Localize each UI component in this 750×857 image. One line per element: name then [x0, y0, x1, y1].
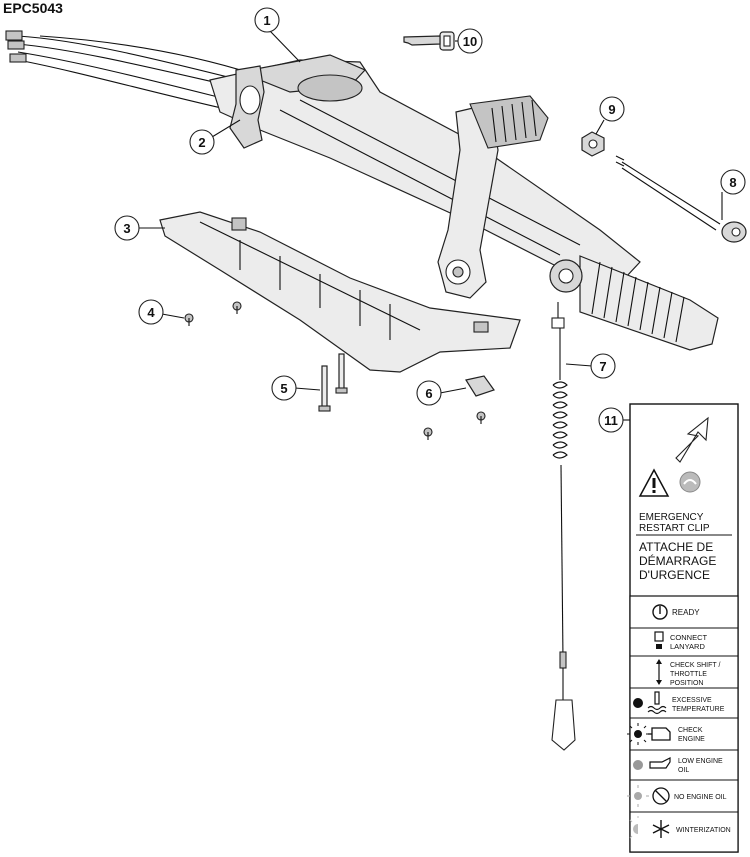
decal-row-shift-2: THROTTLE [670, 671, 707, 678]
callout-11: 11 [604, 413, 618, 428]
control-cables [5, 30, 261, 111]
callout-5: 5 [280, 381, 287, 396]
callout-6: 6 [425, 386, 432, 401]
nut-plate-6 [465, 375, 495, 397]
decal-row-lowoil-2: OIL [678, 767, 689, 774]
decal-row-temp-1: EXCESSIVE [672, 697, 712, 704]
manual-icon [679, 471, 701, 493]
decal-row-winter: WINTERIZATION [676, 827, 731, 834]
indicator-grey-flash [627, 785, 649, 807]
lanyard-icon [654, 631, 664, 649]
arrows-icon [656, 659, 662, 685]
arrow-icon [675, 416, 709, 463]
decal-row-shift-1: CHECK SHIFT / [670, 662, 720, 669]
decal-row-engine-1: CHECK [678, 727, 703, 734]
screws-4 [184, 301, 486, 440]
decal-row-temp-2: TEMPERATURE [672, 706, 725, 713]
clamp-bracket [229, 65, 265, 149]
callout-2: 2 [198, 135, 205, 150]
bolts-5 [318, 353, 348, 412]
callout-9: 9 [608, 102, 615, 117]
callout-3: 3 [123, 221, 130, 236]
indicator-grey [633, 760, 643, 770]
decal-title-en-1: EMERGENCY [639, 512, 704, 523]
cable-8 [615, 155, 747, 243]
decal-title-fr-1: ATTACHE DE [639, 540, 713, 554]
decal-row-lowoil-1: LOW ENGINE [678, 758, 723, 765]
decal-title-fr-2: DÉMARRAGE [639, 553, 716, 568]
indicator-solid [633, 698, 643, 708]
callout-4: 4 [147, 305, 155, 320]
throttle-grip [549, 255, 719, 351]
decal-row-engine-2: ENGINE [678, 736, 705, 743]
indicator-half [629, 816, 639, 839]
decal-title-en-2: RESTART CLIP [639, 523, 710, 534]
engine-icon [648, 727, 671, 741]
decal-row-shift-3: POSITION [670, 680, 703, 687]
nut-9 [581, 131, 605, 157]
lanyard-7 [551, 302, 576, 751]
callout-10: 10 [463, 34, 477, 49]
callout-1: 1 [263, 13, 270, 28]
decal-title-fr-3: D'URGENCE [639, 568, 710, 582]
restart-clip-decal: EMERGENCY RESTART CLIP ATTACHE DE DÉMARR… [627, 403, 739, 853]
temperature-icon [647, 691, 667, 715]
snowflake-icon [652, 820, 670, 838]
callouts: 1 2 3 4 5 6 7 8 9 [114, 7, 746, 433]
warning-icon [638, 468, 670, 497]
callout-7: 7 [599, 359, 606, 374]
lower-cover [159, 211, 521, 373]
decal-row-nooil: NO ENGINE OIL [674, 794, 727, 801]
indicator-flash [627, 723, 649, 745]
oil-can-icon [649, 757, 671, 769]
decal-row-lanyard-1: CONNECT [670, 633, 708, 642]
power-icon [652, 604, 668, 620]
callout-8: 8 [729, 175, 736, 190]
document-code: EPC5043 [3, 0, 63, 16]
decal-row-ready: READY [672, 608, 700, 617]
no-oil-icon [652, 787, 670, 805]
shift-lever [437, 95, 549, 299]
tiller-housing [209, 54, 641, 293]
key-10 [403, 31, 455, 51]
decal-row-lanyard-2: LANYARD [670, 642, 705, 651]
